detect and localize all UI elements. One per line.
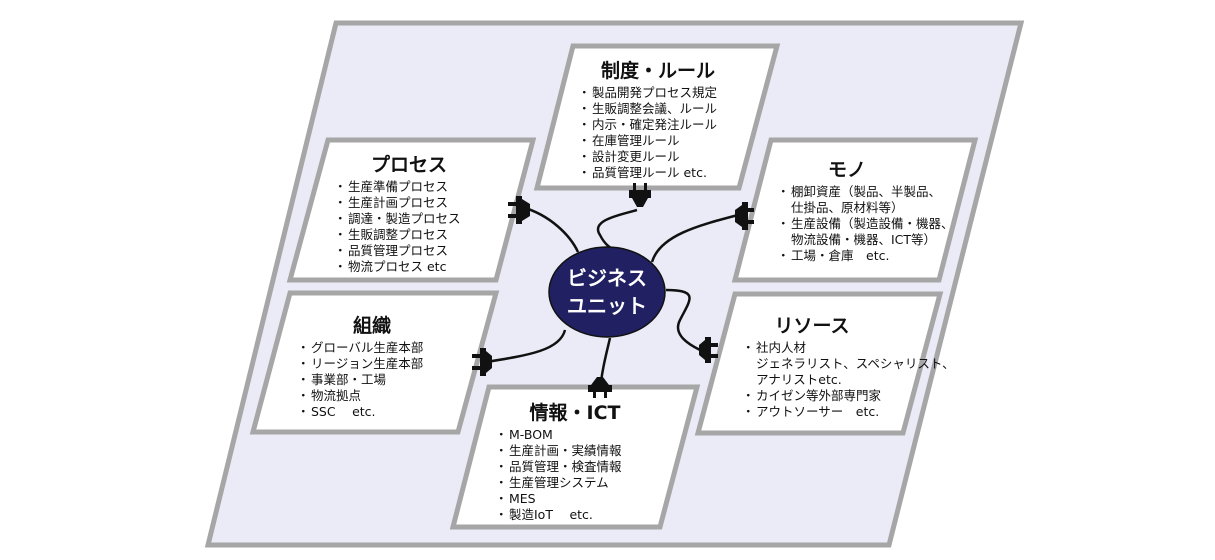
list-item: カイゼン等外部専門家 (742, 388, 955, 404)
process-list: 生産準備プロセス 生産計画プロセス 調達・製造プロセス 生販調整プロセス 品質管… (334, 179, 484, 275)
resources-box: リソース 社内人材 ジェネラリスト、スペシャリスト、 アナリストetc. カイゼ… (742, 311, 955, 420)
list-item: 製品開発プロセス規定 (578, 85, 738, 101)
list-item: 物流拠点 (297, 388, 447, 404)
list-item: 品質管理・検査情報 (495, 459, 655, 475)
things-box: モノ 棚卸資産（製品、半製品、 仕掛品、原材料等） 生産設備（製造設備・機器、 … (777, 155, 954, 264)
business-unit-label: ビジネス ユニット (549, 247, 665, 337)
rules-box: 制度・ルール 製品開発プロセス規定 生販調整会議、ルール 内示・確定発注ルール … (578, 56, 738, 181)
list-item: 生産管理システム (495, 475, 655, 491)
process-box: プロセス 生産準備プロセス 生産計画プロセス 調達・製造プロセス 生販調整プロセ… (334, 150, 484, 275)
list-item: 生産設備（製造設備・機器、 (777, 216, 954, 232)
list-item-continuation: 仕掛品、原材料等） (791, 200, 904, 215)
plug-icon-things (735, 202, 754, 230)
list-item: 物流プロセス etc (334, 259, 484, 275)
list-item: 設計変更ルール (578, 149, 738, 165)
process-title: プロセス (370, 154, 447, 176)
info-box: 情報・ICT M-BOM 生産計画・実績情報 品質管理・検査情報 生産管理システ… (495, 398, 655, 523)
plug-icon-resources (699, 337, 718, 363)
list-item: アウトソーサー etc. (742, 404, 955, 420)
list-item: 工場・倉庫 etc. (777, 248, 954, 264)
things-box-shape (731, 137, 979, 283)
business-unit-hub (548, 246, 666, 338)
organization-box: 組織 グローバル生産本部 リージョン生産本部 事業部・工場 物流拠点 SSC e… (297, 311, 447, 420)
list-item: 調達・製造プロセス (334, 211, 484, 227)
resources-title: リソース (774, 315, 850, 337)
plug-icon-rules (629, 183, 651, 207)
list-item-continuation: アナリストetc. (756, 372, 842, 387)
info-title: 情報・ICT (529, 402, 621, 424)
list-item: 生販調整プロセス (334, 227, 484, 243)
list-item: 生産準備プロセス (334, 179, 484, 195)
list-item-continuation: ジェネラリスト、スペシャリスト、 (756, 356, 955, 371)
list-item: 製造IoT etc. (495, 507, 655, 523)
organization-title: 組織 (352, 315, 391, 337)
list-item: グローバル生産本部 (297, 340, 447, 356)
list-item: 内示・確定発注ルール (578, 117, 738, 133)
list-item: MES (495, 491, 655, 507)
rules-list: 製品開発プロセス規定 生販調整会議、ルール 内示・確定発注ルール 在庫管理ルール… (578, 85, 738, 181)
rules-title: 制度・ルール (600, 60, 715, 82)
list-item: 事業部・工場 (297, 372, 447, 388)
things-list: 棚卸資産（製品、半製品、 仕掛品、原材料等） 生産設備（製造設備・機器、 物流設… (777, 184, 954, 264)
plug-icons (472, 183, 754, 398)
list-item-continuation: 物流設備・機器、ICT等） (791, 232, 937, 247)
list-item: 生販調整会議、ルール (578, 101, 738, 117)
list-item: 品質管理ルール etc. (578, 165, 738, 181)
list-item: 社内人材 (742, 340, 955, 356)
list-item: SSC etc. (297, 404, 447, 420)
list-item: 生産計画プロセス (334, 195, 484, 211)
resources-list: 社内人材 ジェネラリスト、スペシャリスト、 アナリストetc. カイゼン等外部専… (742, 340, 955, 420)
plug-icon-info (588, 377, 612, 398)
things-title: モノ (827, 159, 866, 181)
list-item: リージョン生産本部 (297, 356, 447, 372)
plug-icon-process (508, 196, 530, 224)
hub-line-2: ユニット (567, 294, 647, 318)
plug-icon-organization (472, 348, 492, 376)
list-item: M-BOM (495, 427, 655, 443)
cables (485, 205, 739, 391)
list-item: 棚卸資産（製品、半製品、 (777, 184, 954, 200)
list-item: 品質管理プロセス (334, 243, 484, 259)
hub-line-1: ビジネス (567, 266, 647, 290)
info-list: M-BOM 生産計画・実績情報 品質管理・検査情報 生産管理システム MES 製… (495, 427, 655, 523)
list-item: 生産計画・実績情報 (495, 443, 655, 459)
list-item: 在庫管理ルール (578, 133, 738, 149)
organization-list: グローバル生産本部 リージョン生産本部 事業部・工場 物流拠点 SSC etc. (297, 340, 447, 420)
